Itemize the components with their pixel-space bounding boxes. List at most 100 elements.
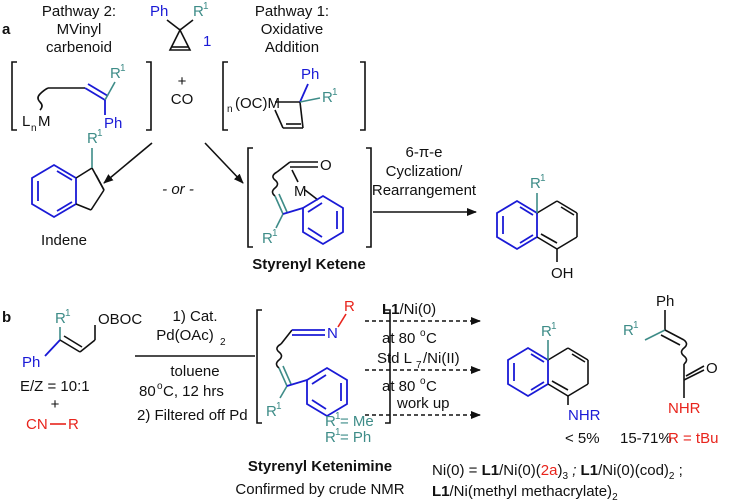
- svg-text:+: +: [51, 396, 60, 413]
- svg-text:/Ni(II): /Ni(II): [423, 350, 460, 367]
- svg-text:Ph: Ph: [22, 354, 40, 371]
- svg-text:R: R: [541, 323, 552, 340]
- arrow-to-ketene: [204, 142, 244, 184]
- svg-text:Ni(0) = L1/Ni(0)(2a)3 ; L1/Ni(: Ni(0) = L1/Ni(0)(2a)3 ; L1/Ni(0)(cod)2 ;: [432, 462, 683, 482]
- svg-text:1: 1: [335, 411, 341, 422]
- or-text: - or -: [162, 181, 194, 198]
- svg-text:C: C: [426, 378, 437, 395]
- arrow-labels: L1/Ni(0) at 80 o C Std L 7 /Ni(II) at 80…: [377, 301, 460, 412]
- svg-text:R: R: [322, 89, 333, 106]
- svg-text:Indene: Indene: [41, 232, 87, 249]
- pathway2-text: Pathway 2: MVinyl carbenoid: [42, 3, 116, 56]
- svg-text:NHR: NHR: [668, 400, 701, 417]
- svg-text:CN: CN: [26, 416, 48, 433]
- svg-text:= Ph: = Ph: [340, 429, 371, 446]
- svg-text:Pathway 2:: Pathway 2:: [42, 3, 116, 20]
- panel-a-label: a: [2, 21, 11, 38]
- cyclization-text: 6-π-e Cyclization/ Rearrangement: [372, 144, 477, 199]
- svg-text:= Me: = Me: [340, 413, 374, 430]
- svg-text:R: R: [193, 3, 204, 20]
- co-reagent: CO: [171, 91, 194, 108]
- svg-text:NHR: NHR: [568, 407, 601, 424]
- svg-text:Confirmed by crude NMR: Confirmed by crude NMR: [235, 481, 404, 498]
- svg-text:n: n: [227, 104, 233, 115]
- svg-text:L1/Ni(0): L1/Ni(0): [382, 301, 436, 318]
- svg-text:R: R: [110, 65, 121, 82]
- svg-text:carbenoid: carbenoid: [46, 39, 112, 56]
- svg-text:M: M: [38, 113, 51, 130]
- svg-text:R: R: [262, 230, 273, 247]
- svg-text:R: R: [266, 403, 277, 420]
- svg-text:(OC)M: (OC)M: [235, 95, 280, 112]
- svg-text:Ph: Ph: [150, 3, 168, 20]
- naphthol: R 1 OH: [496, 173, 578, 282]
- pathway1-text: Pathway 1: Oxidative Addition: [255, 3, 329, 56]
- svg-text:1: 1: [332, 87, 338, 98]
- svg-text:toluene: toluene: [170, 363, 219, 380]
- cyclopropene-1: Ph R 1 1: [150, 1, 211, 51]
- svg-text:1: 1: [203, 1, 209, 12]
- svg-text:o: o: [420, 328, 426, 339]
- arrow-to-indene: [103, 142, 153, 184]
- svg-text:1: 1: [540, 173, 546, 184]
- svg-text:15-71%: 15-71%: [620, 430, 672, 447]
- svg-text:L: L: [22, 113, 30, 130]
- svg-text:R: R: [530, 175, 541, 192]
- svg-text:1: 1: [633, 320, 639, 331]
- svg-text:R: R: [325, 429, 336, 446]
- svg-text:R: R: [87, 130, 98, 147]
- svg-text:R: R: [344, 298, 355, 315]
- conditions-text: 1) Cat. Pd(OAc) 2 toluene 80 o C, 12 hrs…: [137, 308, 248, 424]
- svg-text:C: C: [426, 330, 437, 347]
- svg-text:Addition: Addition: [265, 39, 319, 56]
- svg-text:Oxidative: Oxidative: [261, 21, 324, 38]
- svg-text:R = tBu: R = tBu: [668, 430, 718, 447]
- svg-text:1: 1: [272, 228, 278, 239]
- svg-text:Cyclization/: Cyclization/: [386, 163, 464, 180]
- allyl-carbonate-substrate: R 1 OBOC Ph E/Z = 10:1 + CN R: [20, 308, 142, 433]
- svg-text:C, 12 hrs: C, 12 hrs: [163, 383, 224, 400]
- svg-text:7: 7: [416, 360, 422, 371]
- svg-text:Ph: Ph: [656, 293, 674, 310]
- svg-text:M: M: [294, 183, 307, 200]
- svg-text:1: 1: [276, 401, 282, 412]
- svg-text:O: O: [706, 360, 718, 377]
- svg-text:Pathway 1:: Pathway 1:: [255, 3, 329, 20]
- svg-text:2: 2: [220, 337, 226, 348]
- svg-text:Styrenyl Ketenimine: Styrenyl Ketenimine: [248, 458, 392, 475]
- svg-text:2) Filtered off Pd: 2) Filtered off Pd: [137, 407, 248, 424]
- svg-text:R: R: [55, 310, 66, 327]
- vinyl-carbenoid: L n M R 1 Ph: [11, 61, 152, 134]
- svg-text:Styrenyl Ketene: Styrenyl Ketene: [252, 256, 365, 273]
- svg-text:Pd(OAc): Pd(OAc): [156, 327, 214, 344]
- svg-text:1: 1: [551, 321, 557, 332]
- svg-text:< 5%: < 5%: [565, 430, 600, 447]
- svg-text:MVinyl: MVinyl: [57, 21, 102, 38]
- svg-text:1: 1: [120, 63, 126, 74]
- svg-text:R: R: [623, 322, 634, 339]
- svg-text:E/Z = 10:1: E/Z = 10:1: [20, 378, 90, 395]
- svg-text:Ph: Ph: [301, 66, 319, 83]
- svg-text:O: O: [320, 157, 332, 174]
- svg-text:R: R: [325, 413, 336, 430]
- svg-text:1) Cat.: 1) Cat.: [172, 308, 217, 325]
- svg-text:1: 1: [97, 128, 103, 139]
- svg-text:OBOC: OBOC: [98, 311, 142, 328]
- indene: R 1 Indene: [31, 128, 105, 249]
- naphthylamine: R 1 NHR < 5%: [507, 321, 601, 447]
- svg-text:80: 80: [139, 383, 156, 400]
- styrenyl-ketenimine: N R R 1 R 1 = Me R 1 = Ph Styrenyl Keten…: [235, 298, 404, 498]
- svg-text:N: N: [327, 325, 338, 342]
- svg-text:OH: OH: [551, 265, 574, 282]
- svg-text:o: o: [157, 381, 163, 392]
- svg-text:1: 1: [65, 308, 71, 319]
- svg-text:n: n: [31, 123, 37, 134]
- amide-product: Ph R 1 O NHR 15-71% R = tBu: [620, 293, 718, 447]
- svg-text:at 80: at 80: [382, 378, 415, 395]
- svg-text:R: R: [68, 416, 79, 433]
- svg-text:Ph: Ph: [104, 115, 122, 132]
- svg-text:Std L: Std L: [377, 350, 412, 367]
- svg-text:work up: work up: [396, 395, 450, 412]
- panel-b-label: b: [2, 309, 11, 326]
